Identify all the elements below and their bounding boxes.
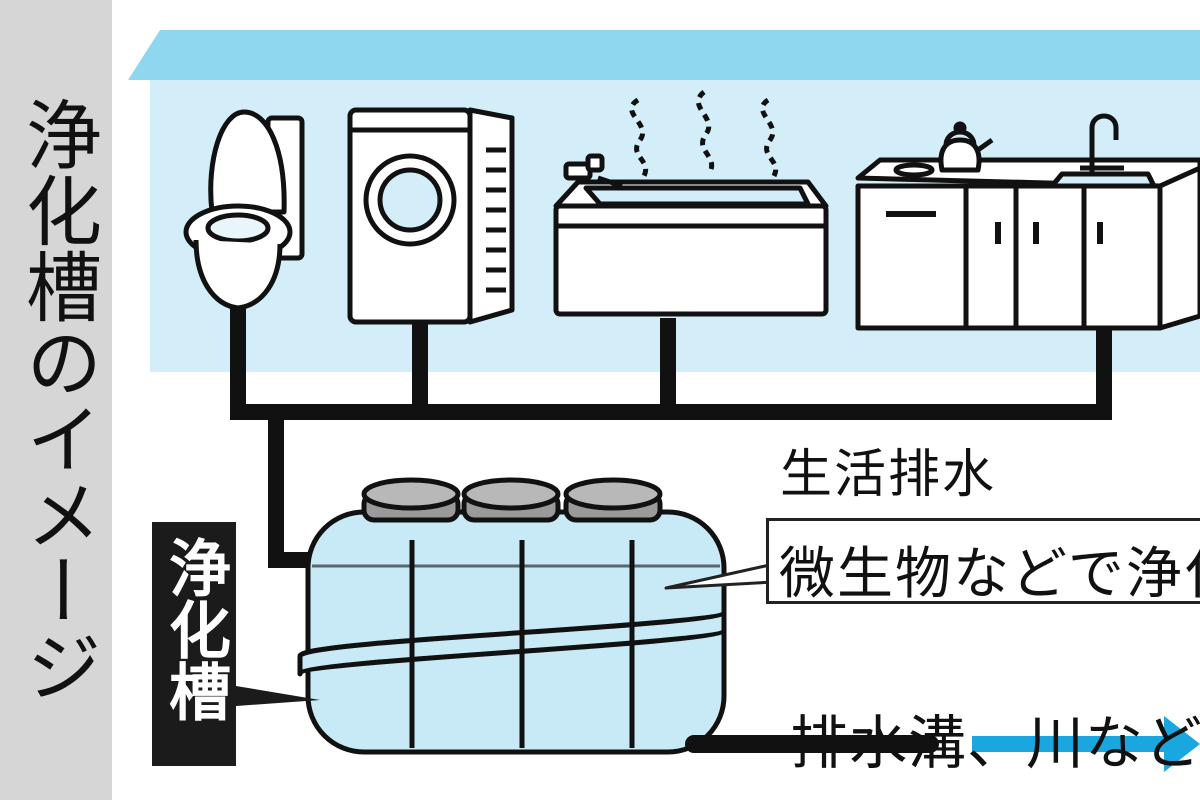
diagram-title: 浄化槽のイメージ — [13, 96, 102, 704]
kettle-icon — [938, 137, 982, 173]
toilet-icon — [183, 109, 305, 311]
tank-label-tag: 浄化槽 — [152, 522, 236, 766]
kitchen-icon — [855, 113, 1200, 331]
waste-water-label: 生活排水 — [780, 445, 997, 505]
tank-label: 浄化槽 — [158, 536, 231, 722]
tank-tag-pointer — [236, 686, 320, 706]
bathtub-icon — [553, 90, 829, 317]
pipe-to-tank — [268, 412, 320, 568]
drain-label: 排水溝、川などへ — [790, 709, 1200, 777]
outflow-arrow — [972, 716, 1200, 772]
tank-cap — [563, 477, 663, 523]
tank-cap — [461, 477, 561, 523]
washing-machine-icon — [347, 107, 515, 325]
house-roof — [128, 30, 1200, 80]
drain-pipes — [230, 305, 1112, 568]
callout-label: 微生物などで浄化 — [779, 542, 1200, 604]
title-panel: 浄化槽のイメージ — [0, 0, 112, 800]
tank-cap — [361, 477, 461, 523]
septic-tank-icon — [297, 477, 727, 755]
callout-box: 微生物などで浄化 — [766, 518, 1200, 604]
